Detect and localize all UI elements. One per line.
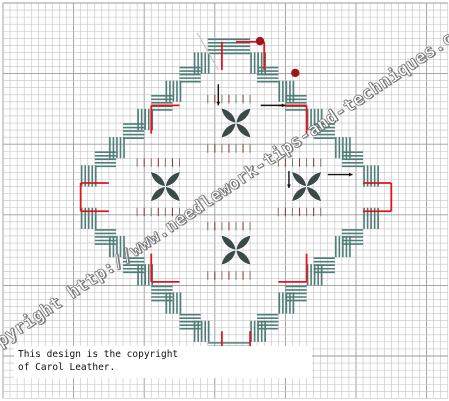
arrowhead bbox=[281, 103, 286, 108]
dove-eye-petal bbox=[220, 249, 237, 266]
copyright-note: This design is the copyright of Carol Le… bbox=[14, 346, 312, 378]
arrowhead bbox=[287, 184, 291, 188]
dove-eye-petal bbox=[291, 186, 307, 202]
dove-eye-petal bbox=[235, 234, 252, 251]
dove-eye-petal bbox=[306, 186, 322, 202]
copyright-note-line-2: of Carol Leather. bbox=[18, 362, 116, 373]
dove-eye-petal bbox=[149, 186, 166, 202]
bead-icon bbox=[255, 36, 265, 46]
dove-eye-petal bbox=[220, 234, 237, 251]
dove-eye-motif-icon bbox=[291, 171, 322, 202]
dove-eye-motif-icon bbox=[149, 171, 181, 202]
dove-eye-petal bbox=[149, 171, 166, 187]
dove-eye-petal bbox=[220, 107, 237, 124]
needle-icon bbox=[196, 32, 219, 71]
copyright-note-line-1: This design is the copyright bbox=[18, 349, 179, 360]
dove-eye-motif-icon bbox=[220, 107, 252, 139]
dove-eye-petal bbox=[220, 122, 237, 139]
dove-eye-motif-icon bbox=[220, 234, 252, 266]
dove-eye-petal bbox=[291, 171, 307, 187]
arrowhead bbox=[216, 101, 221, 106]
dove-eye-petal bbox=[235, 107, 252, 124]
dove-eye-petal bbox=[165, 186, 181, 202]
bead-icon bbox=[291, 68, 300, 78]
arrowhead bbox=[348, 172, 353, 177]
dove-eye-petal bbox=[165, 171, 181, 187]
dove-eye-petal bbox=[235, 122, 252, 139]
dove-eye-petal bbox=[235, 249, 252, 266]
dove-eye-petal bbox=[306, 171, 322, 187]
